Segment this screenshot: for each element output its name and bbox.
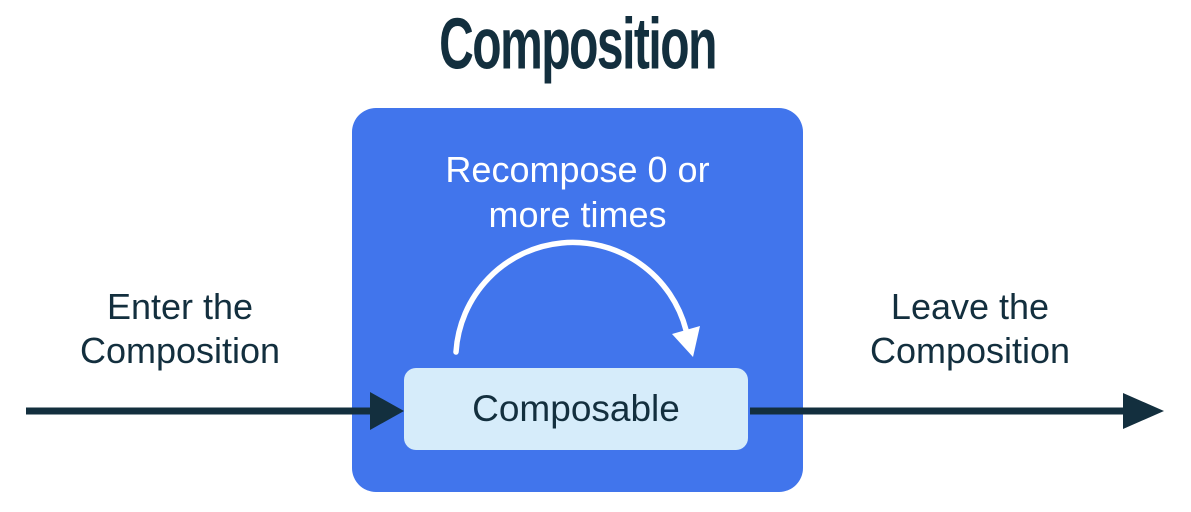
enter-label-line2: Composition bbox=[79, 330, 281, 371]
enter-label-line1: Enter the bbox=[106, 286, 254, 327]
leave-label-line1: Leave the bbox=[890, 286, 1050, 327]
enter-arrow-icon bbox=[26, 392, 404, 430]
recompose-label-line2: more times bbox=[488, 194, 667, 235]
composable-box: Composable bbox=[404, 368, 748, 450]
leave-label-line2: Composition bbox=[869, 330, 1071, 371]
leave-arrow-icon bbox=[750, 393, 1164, 429]
composable-label: Composable bbox=[472, 388, 680, 429]
leave-composition-label: Leave the Composition bbox=[810, 285, 1130, 373]
page-title: Composition bbox=[439, 5, 717, 85]
recompose-label: Recompose 0 or more times bbox=[352, 147, 803, 237]
leave-arrowhead-icon bbox=[1123, 393, 1164, 429]
enter-composition-label: Enter the Composition bbox=[20, 285, 340, 373]
recompose-label-line1: Recompose 0 or bbox=[445, 149, 710, 190]
